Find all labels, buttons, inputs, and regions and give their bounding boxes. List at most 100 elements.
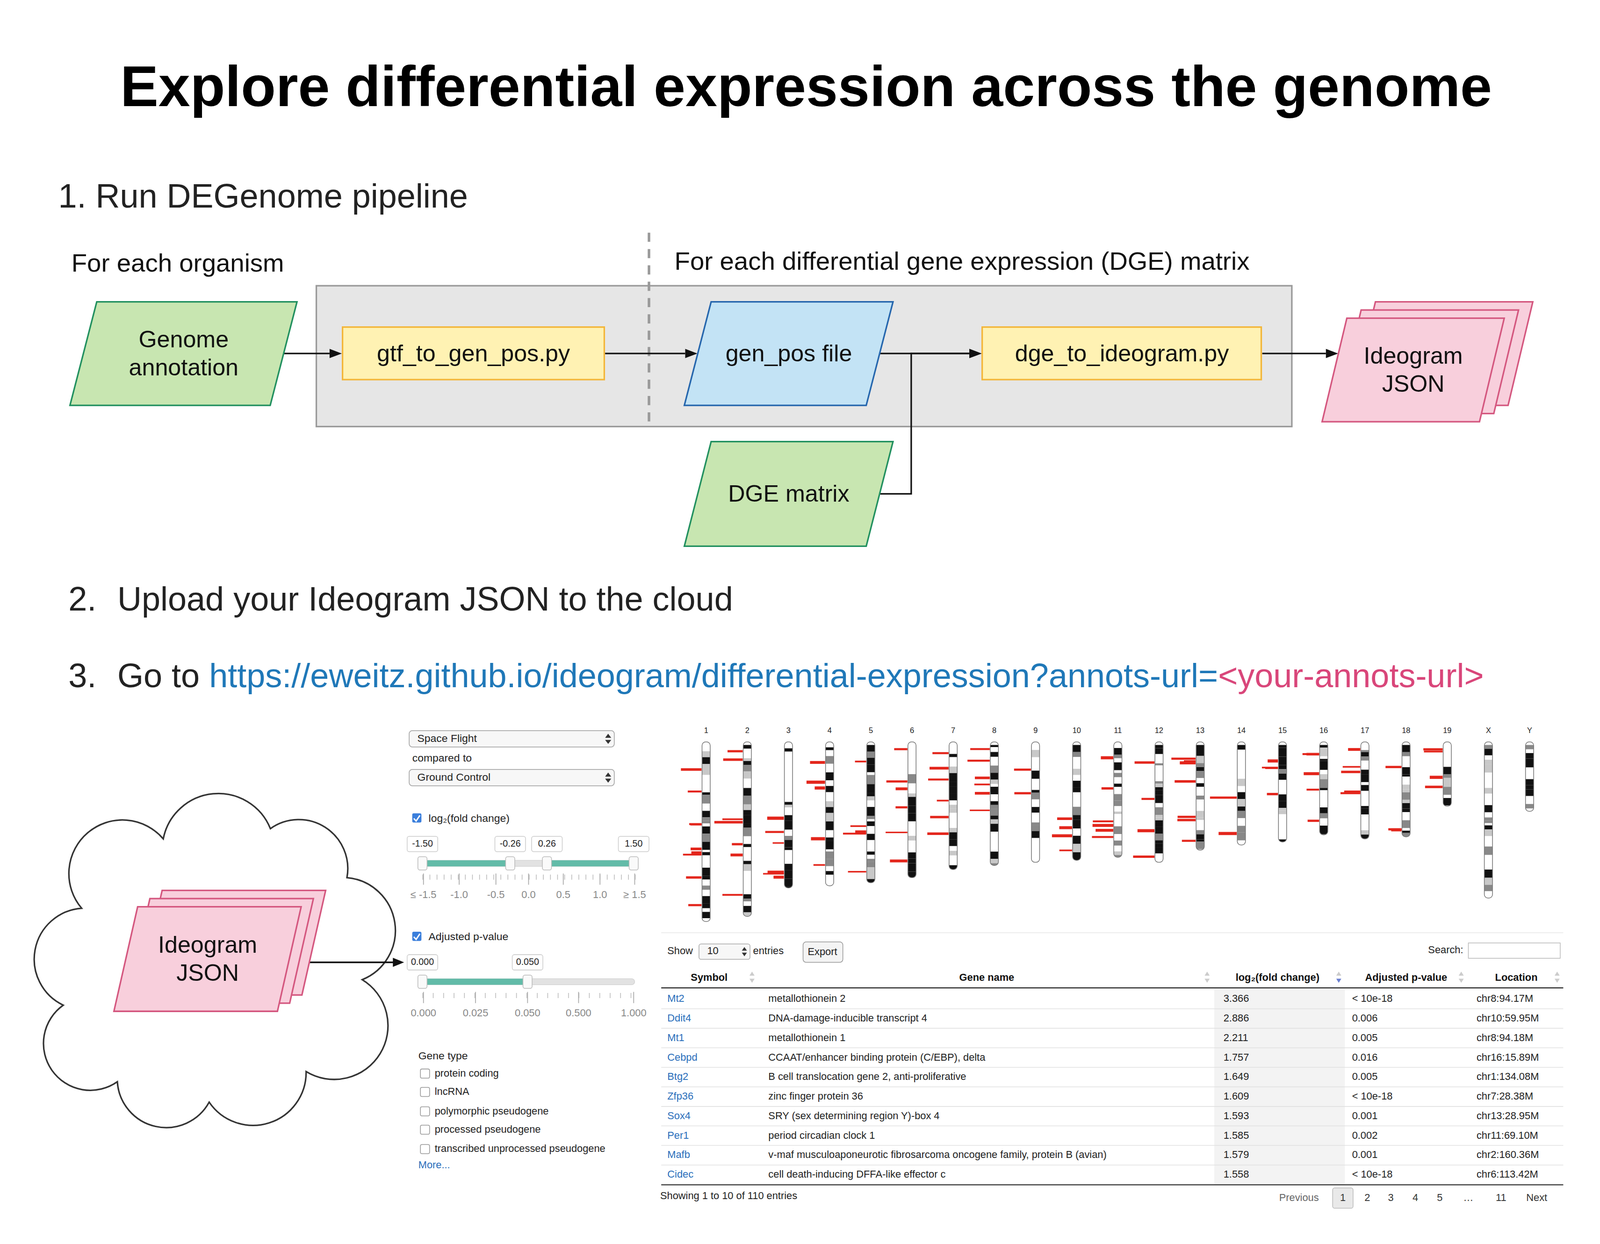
url-link: https://eweitz.github.io/ideogram/differ… (209, 656, 1219, 695)
chromosome-band (784, 836, 793, 841)
table-cell: Per1 (667, 1129, 689, 1142)
chromosome-band (701, 794, 710, 804)
chromosome-band (866, 745, 875, 752)
checkbox (420, 1069, 430, 1079)
expression-mark (895, 787, 908, 791)
expression-mark (1423, 748, 1443, 751)
chromosome-band (1196, 756, 1204, 764)
chromosome-band (743, 810, 752, 815)
chromosome-band (701, 821, 710, 824)
filter-label: Gene type (418, 1049, 469, 1063)
connector-line (284, 353, 330, 355)
table-cell: 0.005 (1352, 1070, 1378, 1083)
script-box: gtf_to_gen_pos.py (341, 326, 606, 381)
chromosome-band (1196, 834, 1204, 840)
chromosome-band (1154, 840, 1163, 844)
chromosome-band (1196, 783, 1204, 787)
chromosome-band (1525, 804, 1534, 809)
instruction-text: Go to (117, 656, 200, 695)
table-cell: < 10e-18 (1352, 1168, 1393, 1181)
slider-handle (542, 857, 552, 871)
expression-mark (1014, 792, 1031, 795)
section-heading: Upload your Ideogram JSON to the cloud (117, 578, 734, 620)
filter-label: Adjusted p-value (428, 930, 509, 944)
chromosome-label: 13 (1196, 726, 1205, 736)
expression-mark (767, 816, 785, 821)
chromosome-band (908, 836, 916, 841)
chromosome-band (1031, 790, 1040, 793)
chromosome-band (701, 763, 710, 773)
expression-mark (1177, 815, 1197, 819)
chromosome-band (990, 765, 999, 774)
chromosome-label: 10 (1072, 726, 1082, 736)
checkbox-label: lncRNA (434, 1085, 470, 1098)
chromosome-ground (701, 742, 710, 922)
chromosome-band (784, 801, 793, 805)
chromosome-label: 8 (992, 726, 997, 736)
expression-mark (843, 832, 867, 835)
expression-mark (714, 821, 743, 824)
chromosome-band (701, 817, 710, 821)
expression-mark (889, 859, 908, 863)
select-box (409, 730, 615, 748)
chromosome-band (701, 810, 710, 818)
tick-label: 0.000 (410, 1007, 437, 1020)
checkbox (420, 1125, 430, 1135)
expression-mark (974, 776, 990, 780)
chromosome-band (1196, 841, 1204, 850)
select-box (699, 944, 750, 960)
chromosome-label: 16 (1319, 726, 1328, 736)
chromosome-bands (784, 742, 793, 888)
chromosome-band (1196, 767, 1204, 772)
expression-mark (688, 904, 702, 907)
pager-current (1332, 1188, 1354, 1209)
chromosome-band (949, 804, 958, 809)
expression-mark (1174, 780, 1196, 783)
table-cell: chr2:160.36M (1476, 1148, 1539, 1161)
pipeline-panel (316, 285, 1292, 427)
chromosome-band (990, 805, 999, 810)
table-control: Show (667, 944, 693, 958)
chromosome-band (1443, 786, 1452, 795)
chromosome-band (990, 801, 999, 806)
chromosome-band (949, 773, 958, 782)
chromosome-bands (1525, 742, 1534, 812)
node-text-group: DGE matrix (727, 479, 850, 508)
step-number: 2. (68, 578, 97, 620)
chromosome-band (743, 894, 752, 899)
checkbox-label: polymorphic pseudogene (434, 1105, 549, 1118)
slider-major-ticks (423, 873, 635, 886)
chromosome-label: 17 (1360, 726, 1370, 736)
tick-label: 1.0 (592, 888, 607, 901)
chromosome-ground (1360, 742, 1369, 839)
chromosome-band (1196, 750, 1204, 757)
node-shape (69, 301, 298, 407)
expression-mark (814, 786, 825, 790)
chromosome-band (1319, 779, 1328, 789)
pager-button: Previous (1279, 1191, 1319, 1204)
chromosome-band (1072, 745, 1081, 753)
chromosome-outline (1360, 742, 1369, 839)
table-cell: metallothionein 1 (768, 1031, 846, 1045)
table-cell: chr1:134.08M (1476, 1070, 1539, 1083)
chromosome-band (1402, 800, 1411, 804)
chromosome-ground (784, 742, 793, 888)
slider-track (418, 860, 637, 867)
node-label: Ideogram JSON (133, 930, 282, 988)
chromosome-bands (949, 742, 958, 870)
chromosome-bands (1278, 742, 1287, 843)
chromosome-band (866, 834, 875, 841)
chromosome-ground (1319, 742, 1328, 836)
chromosome-band (1072, 820, 1081, 829)
table-cell: < 10e-18 (1352, 1090, 1393, 1103)
chromosome-band (1031, 792, 1040, 800)
expression-mark (1303, 772, 1319, 776)
chromosome-band (784, 748, 793, 752)
value-box (531, 836, 563, 852)
arrow-head (969, 348, 982, 359)
expression-mark (685, 876, 702, 879)
slider-handle (522, 975, 533, 989)
chromosome-band (949, 828, 958, 833)
chromosome-band (784, 840, 793, 848)
table-cell: Cebpd (667, 1051, 698, 1064)
